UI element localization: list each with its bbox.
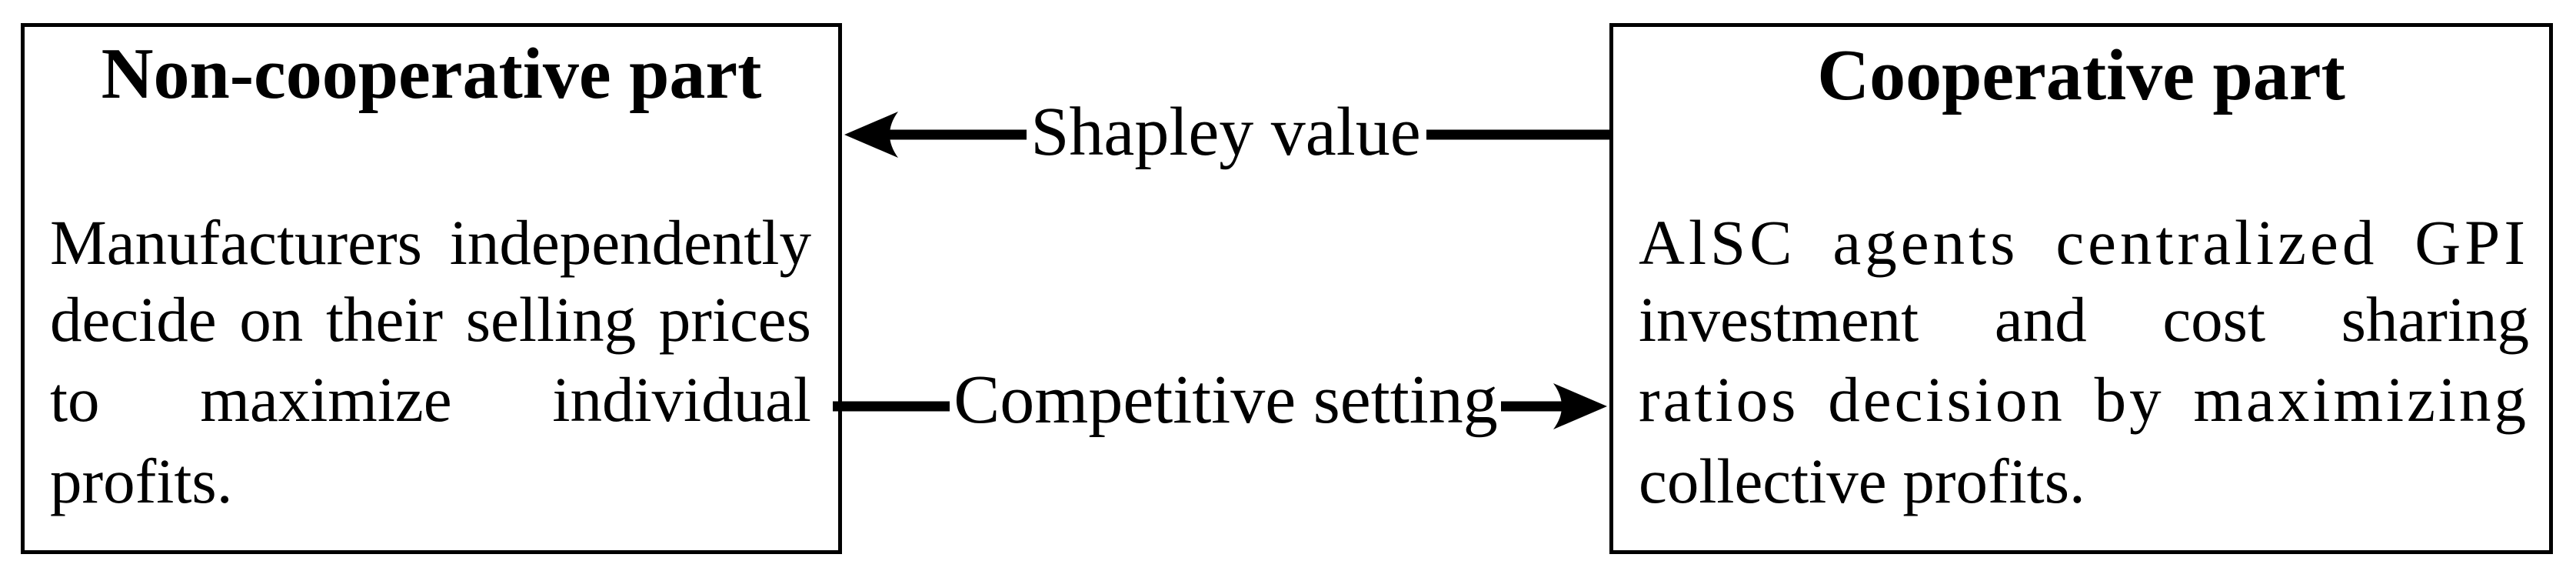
word: investment xyxy=(1639,284,1919,355)
word: maximize xyxy=(200,364,452,435)
word: prices xyxy=(658,284,811,355)
shapley-value-label: Shapley value xyxy=(1030,94,1421,170)
word: AlSC xyxy=(1639,207,1796,278)
word: individual xyxy=(552,364,811,435)
word: to xyxy=(50,364,100,435)
word: GPI xyxy=(2415,207,2529,278)
word: profits. xyxy=(50,446,233,516)
word: Manufacturers xyxy=(50,207,422,278)
competitive-setting-label: Competitive setting xyxy=(954,362,1498,438)
word: on xyxy=(239,284,304,355)
word: cost xyxy=(2162,284,2266,355)
cooperative-box xyxy=(1609,23,2553,554)
word: agents xyxy=(1832,207,2019,278)
word: their xyxy=(325,284,444,355)
word: centralized xyxy=(2055,207,2378,278)
word: sharing xyxy=(2341,284,2529,355)
word: independently xyxy=(449,207,811,278)
non-cooperative-body-line-4: profits. xyxy=(50,449,811,513)
word: decide xyxy=(50,284,217,355)
word: decision xyxy=(1828,364,2065,435)
non-cooperative-box-title: Non-cooperative part xyxy=(101,34,762,114)
word: by xyxy=(2094,364,2165,435)
word: collective profits. xyxy=(1639,446,2085,516)
word: ratios xyxy=(1639,364,1799,435)
arrow-right-icon xyxy=(833,383,1607,429)
non-cooperative-box xyxy=(21,23,842,554)
word: maximizing xyxy=(2193,364,2529,435)
word: selling xyxy=(465,284,637,355)
word: and xyxy=(1994,284,2087,355)
cooperative-box-title: Cooperative part xyxy=(1817,35,2345,115)
arrow-left-icon xyxy=(844,112,1609,158)
cooperative-body-line-4: collective profits. xyxy=(1639,449,2529,513)
